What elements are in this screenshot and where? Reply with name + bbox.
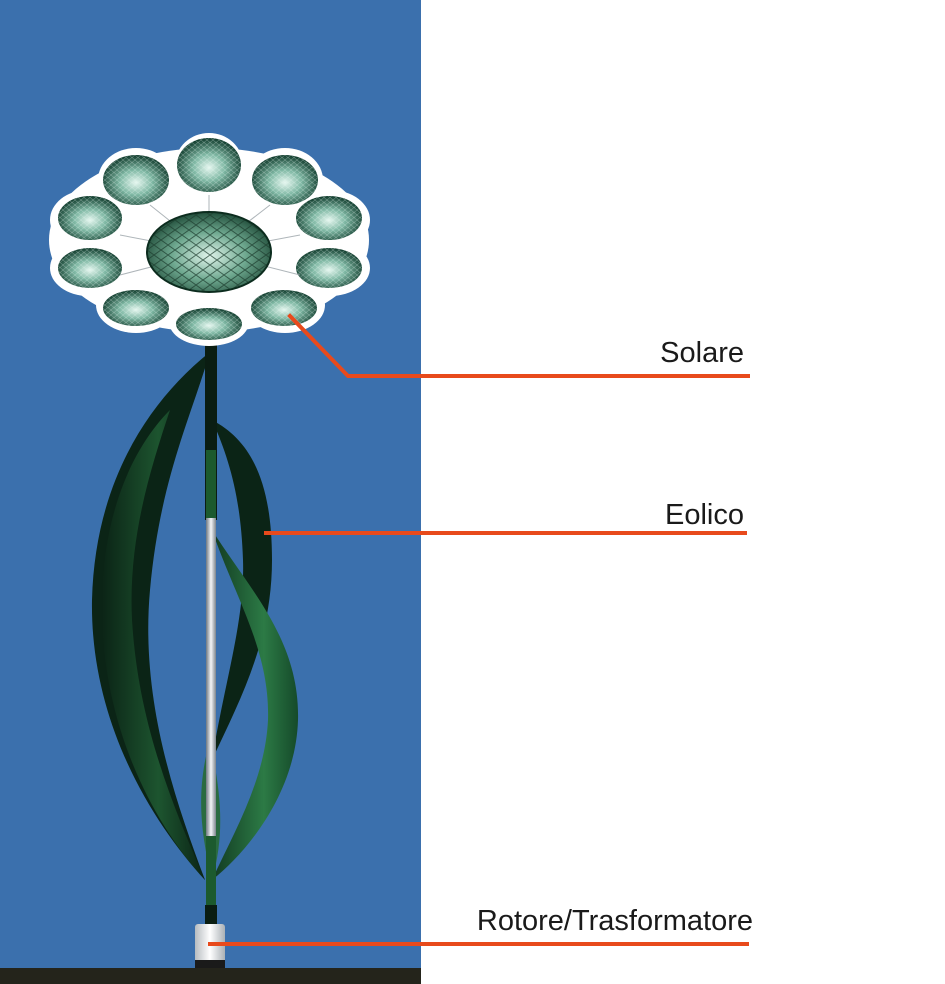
solar-panel-ring: [58, 138, 362, 340]
leader-lines: [208, 313, 750, 946]
central-solar-panel: [146, 211, 272, 293]
label-solar: Solare: [660, 337, 744, 369]
label-rotor-transformer: Rotore/Trasformatore: [476, 905, 753, 937]
solar-leader-line: [287, 313, 750, 378]
label-wind: Eolico: [665, 499, 744, 531]
solar-flower-head: [49, 133, 370, 346]
ground-strip: [0, 968, 421, 984]
turbine-pole: [205, 340, 217, 926]
